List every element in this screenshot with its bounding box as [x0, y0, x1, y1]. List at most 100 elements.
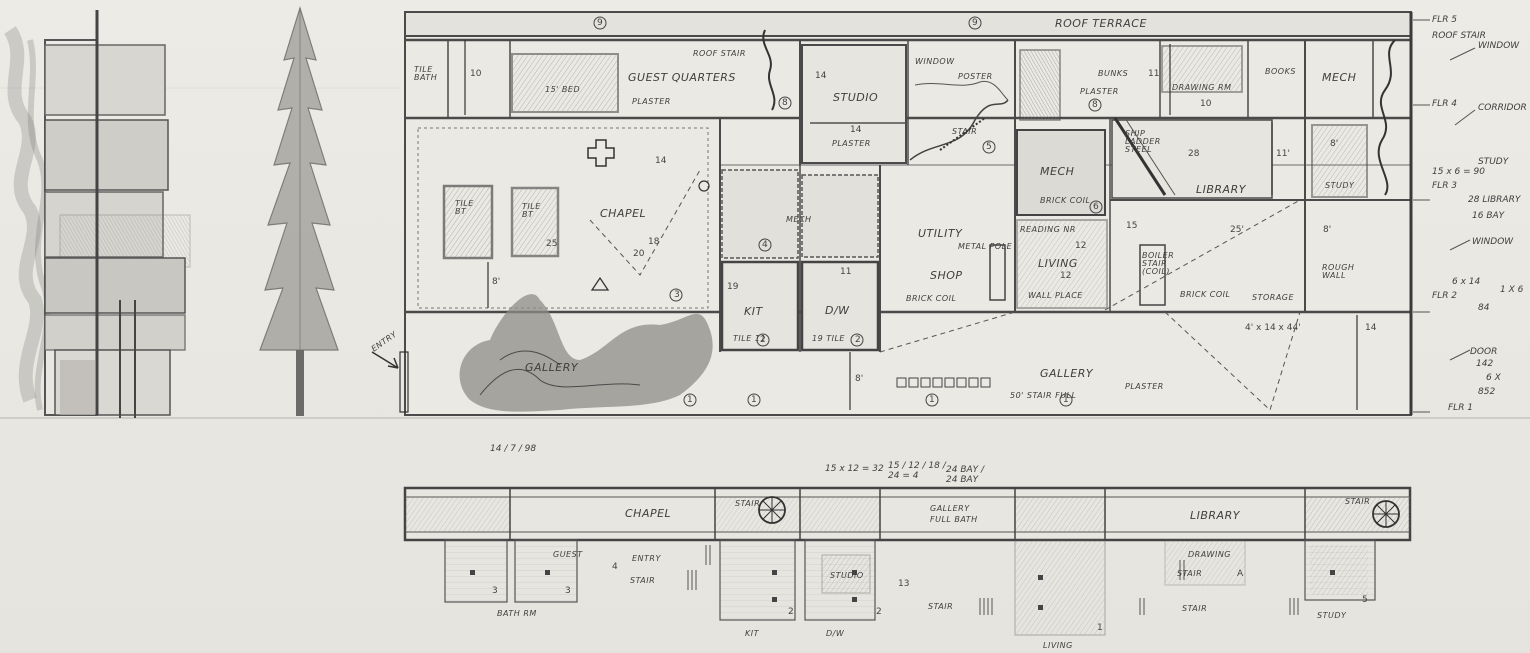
stair-full-label: 50' STAIR FULL — [1010, 391, 1077, 400]
floor-note: FLR 1 — [1448, 403, 1474, 413]
dimension-label: 20 — [633, 249, 645, 259]
tile-bath-label: TILE BT — [522, 202, 541, 219]
dimension-label: 18 — [648, 237, 660, 247]
tile-bath-label: TILE BT — [455, 199, 474, 216]
plan-number: 13 — [898, 579, 910, 589]
dimension-label: 14 — [655, 156, 667, 166]
circled-number: 1 — [687, 395, 693, 405]
dw-label: D/W — [825, 304, 850, 317]
plan-kit-label: KIT — [745, 629, 759, 638]
metal-pole-label: METAL POLE — [958, 242, 1013, 251]
plan-guest-label: GUEST — [553, 550, 583, 559]
math-note: 28 LIBRARY — [1468, 195, 1521, 205]
margin-note: WINDOW — [1472, 237, 1514, 247]
circled-number: 1 — [1063, 395, 1069, 405]
dimension-label: 4' x 14 x 44' — [1245, 323, 1301, 333]
plan-full-bath-label: FULL BATH — [930, 515, 978, 524]
math-note: 15 x 12 = 32 — [825, 464, 884, 474]
brick-coil-label: BRICK COIL — [906, 294, 957, 303]
plan-stair-label: STAIR — [735, 499, 761, 508]
wall-place-label: WALL PLACE — [1028, 291, 1083, 300]
mech-label: MECH — [1322, 71, 1357, 84]
plan-chapel-label: CHAPEL — [625, 507, 672, 520]
plan-stair-label: STAIR — [1177, 569, 1203, 578]
circled-number: 5 — [986, 142, 992, 152]
margin-note: DOOR — [1470, 347, 1498, 357]
roof-terrace-label: ROOF TERRACE — [1055, 17, 1147, 30]
plan-library-label: LIBRARY — [1190, 509, 1240, 522]
poster-label: POSTER — [958, 72, 993, 81]
math-note: 24 BAY / 24 BAY — [946, 465, 985, 485]
dimension-label: 19 — [727, 282, 739, 292]
margin-note: ROOF STAIR — [1432, 31, 1486, 41]
plan-study-label: STUDY — [1317, 611, 1347, 620]
math-note: 15 x 6 = 90 — [1432, 167, 1485, 177]
bunks-label: BUNKS — [1098, 69, 1129, 78]
dimension-label: 14 — [1365, 323, 1377, 333]
plaster-label: PLASTER — [832, 139, 871, 148]
plan-number: 4 — [612, 562, 618, 572]
math-note: 84 — [1478, 303, 1490, 313]
circled-number: 2 — [760, 335, 766, 345]
dimension-label: 11 — [840, 267, 852, 277]
utility-label: UTILITY — [918, 227, 963, 240]
dimension-label: 15 — [1126, 221, 1138, 231]
dimension-label: 11 — [1148, 69, 1160, 79]
dimension-label: 8' — [855, 374, 864, 384]
circled-number: 9 — [597, 18, 603, 28]
plan-bath-label: BATH RM — [497, 609, 537, 618]
dimension-label: 11' — [1276, 149, 1290, 159]
circled-number: 1 — [751, 395, 757, 405]
bed-label: 15' BED — [545, 85, 581, 94]
dimension-label: 25' — [1230, 225, 1244, 235]
guest-quarters-label: GUEST QUARTERS — [628, 71, 736, 84]
circled-number: 1 — [929, 395, 935, 405]
plan-number: 2 — [876, 607, 882, 617]
mech-label: MECH — [786, 215, 812, 224]
dimension-label: 28 — [1188, 149, 1200, 159]
plaster-label: PLASTER — [1125, 382, 1164, 391]
reading-label: READING NR — [1020, 225, 1076, 234]
plan-number: 1 — [1097, 623, 1103, 633]
plan-number: 3 — [492, 586, 498, 596]
gallery-label: GALLERY — [525, 361, 579, 374]
plan-entry-label: ENTRY — [632, 554, 661, 563]
math-note: 1 X 6 — [1500, 285, 1524, 295]
dimension-label: 12 — [1075, 241, 1087, 251]
circled-number: 6 — [1093, 202, 1099, 212]
math-note: 14 / 7 / 98 — [490, 444, 537, 454]
plan-number: 5 — [1362, 595, 1368, 605]
ship-ladder-label: SHIP LADDER STEEL — [1125, 129, 1161, 154]
math-note: 16 BAY — [1472, 211, 1505, 221]
floor-note: FLR 3 — [1432, 181, 1458, 191]
circled-number: 8 — [782, 98, 788, 108]
floor-note: FLR 2 — [1432, 291, 1458, 301]
tile-label: TILE 11 — [733, 334, 766, 343]
dimension-label: 14 — [850, 125, 862, 135]
circled-number: 8 — [1092, 100, 1098, 110]
stair-label: STAIR — [952, 127, 978, 136]
dimension-label: 10 — [470, 69, 482, 79]
dimension-label: 8' — [1330, 139, 1339, 149]
dimension-label: 8' — [1323, 225, 1332, 235]
margin-note: WINDOW — [1478, 41, 1520, 51]
math-note: 6 X — [1486, 373, 1501, 383]
mech-label: MECH — [1040, 165, 1075, 178]
dimension-label: 14 — [815, 71, 827, 81]
plaster-label: PLASTER — [1080, 87, 1119, 96]
tile-bath-label: TILE BATH — [414, 65, 438, 82]
plan-stair-label: STAIR — [928, 602, 954, 611]
math-note: 15 / 12 / 18 / 24 = 4 — [888, 461, 946, 481]
floor-note: FLR 5 — [1432, 15, 1458, 25]
circled-number: 3 — [674, 290, 680, 300]
storage-label: STORAGE — [1252, 293, 1295, 302]
books-label: BOOKS — [1265, 67, 1296, 76]
plan-living-label: LIVING — [1043, 641, 1073, 650]
plan-number: A — [1237, 569, 1244, 579]
plan-dw-label: D/W — [826, 629, 845, 638]
shop-label: SHOP — [930, 269, 963, 282]
dimension-label: 10 — [1200, 99, 1212, 109]
plan-stair-label: STAIR — [1182, 604, 1208, 613]
